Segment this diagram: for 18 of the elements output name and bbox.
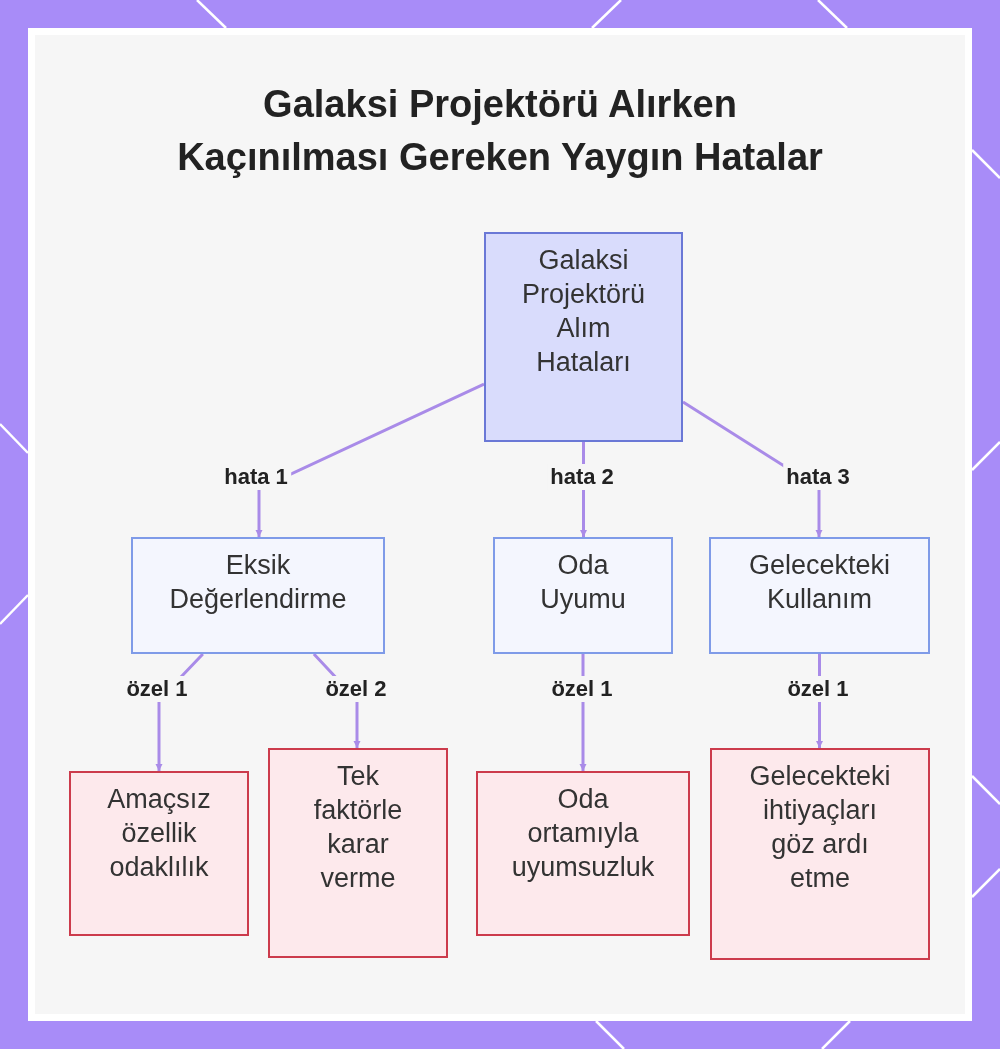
process-box: [493, 537, 673, 654]
box-label: Oda Uyumu: [540, 549, 626, 616]
diagram-title: Galaksi Projektörü Alırken Kaçınılması Gereken Yaygın Hatalar: [176, 82, 824, 180]
process-box: [268, 748, 448, 958]
process-box: [710, 748, 930, 960]
connector-arrow: [255, 382, 485, 537]
box-label: Amaçsız özellik odaklılık: [107, 783, 211, 884]
process-box: [709, 537, 930, 654]
box-label: Gelecekteki Kullanım: [748, 549, 891, 616]
process-box: [484, 232, 683, 442]
process-box: [131, 537, 385, 654]
box-label: Tek faktörle karar verme: [313, 760, 403, 895]
box-label: Gelecekteki ihtiyaçları göz ardı etme: [748, 760, 892, 895]
box-label: Eksik Değerlendirme: [169, 549, 347, 616]
process-box: [476, 771, 690, 936]
process-box: [69, 771, 249, 936]
box-label: Galaksi Projektörü Alım Hataları: [521, 244, 645, 379]
box-label: Oda ortamıyla uyumsuzluk: [511, 783, 655, 884]
